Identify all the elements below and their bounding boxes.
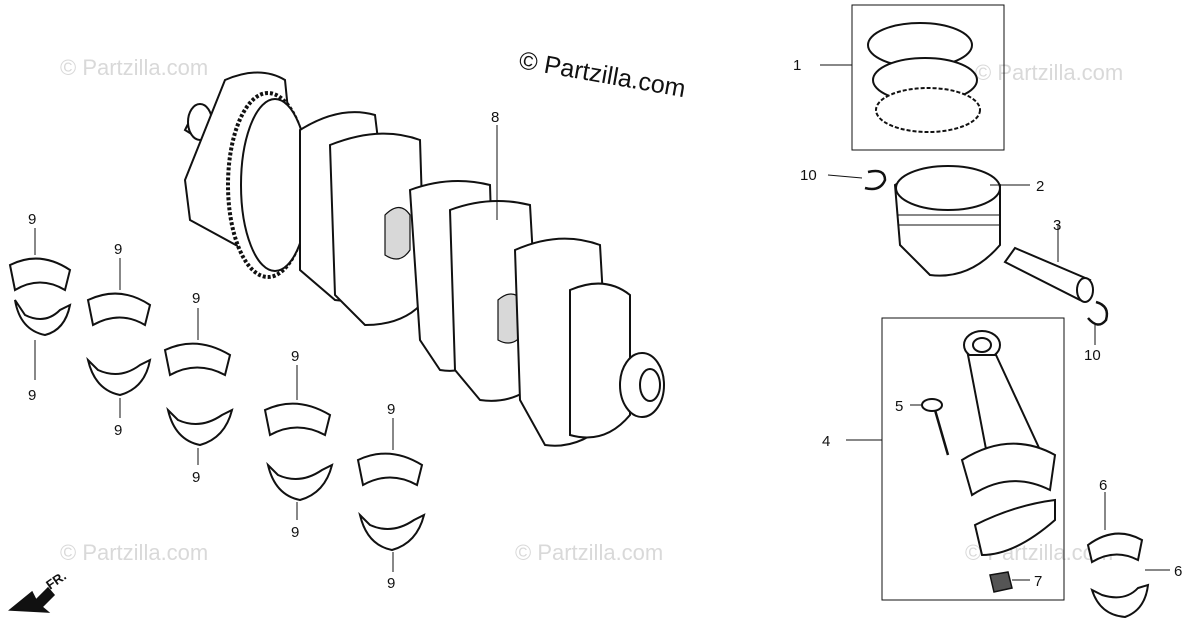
callout-2: 2 xyxy=(1036,178,1044,195)
callout-3: 3 xyxy=(1053,217,1061,234)
callout-9: 9 xyxy=(291,524,299,541)
callout-5: 5 xyxy=(895,398,903,415)
watermark: © Partzilla.com xyxy=(60,55,208,80)
front-direction-marker: FR. xyxy=(8,568,69,613)
copyright-notice: © Partzilla.com xyxy=(517,46,688,103)
callout-9: 9 xyxy=(387,575,395,592)
watermark: © Partzilla.com xyxy=(515,540,663,565)
piston-rings xyxy=(820,4,1005,151)
callout-6: 6 xyxy=(1099,477,1107,494)
callout-8: 8 xyxy=(491,109,499,126)
callout-10: 10 xyxy=(800,167,817,184)
callout-labels: 1 2 3 4 5 6 6 7 8 9 9 9 9 9 9 9 9 9 9 10… xyxy=(28,57,1182,592)
callout-9: 9 xyxy=(192,290,200,307)
callout-9: 9 xyxy=(291,348,299,365)
connecting-rod-assembly xyxy=(846,317,1065,601)
piston-pin-clips xyxy=(827,169,1109,345)
callout-9: 9 xyxy=(114,241,122,258)
callout-9: 9 xyxy=(387,401,395,418)
rod-bearing-shells xyxy=(1086,492,1170,619)
callout-9: 9 xyxy=(192,469,200,486)
callout-10: 10 xyxy=(1084,347,1101,364)
callout-7: 7 xyxy=(1034,573,1042,590)
callout-9: 9 xyxy=(28,211,36,228)
callout-1: 1 xyxy=(793,57,801,74)
callout-9: 9 xyxy=(114,422,122,439)
callout-4: 4 xyxy=(822,433,830,450)
piston xyxy=(893,165,1030,277)
crankshaft xyxy=(183,71,665,447)
callout-9: 9 xyxy=(28,387,36,404)
watermark: © Partzilla.com xyxy=(975,60,1123,85)
callout-6: 6 xyxy=(1174,563,1182,580)
piston-pin xyxy=(1003,225,1094,303)
main-bearing-shells xyxy=(8,228,426,572)
watermark: © Partzilla.com xyxy=(60,540,208,565)
